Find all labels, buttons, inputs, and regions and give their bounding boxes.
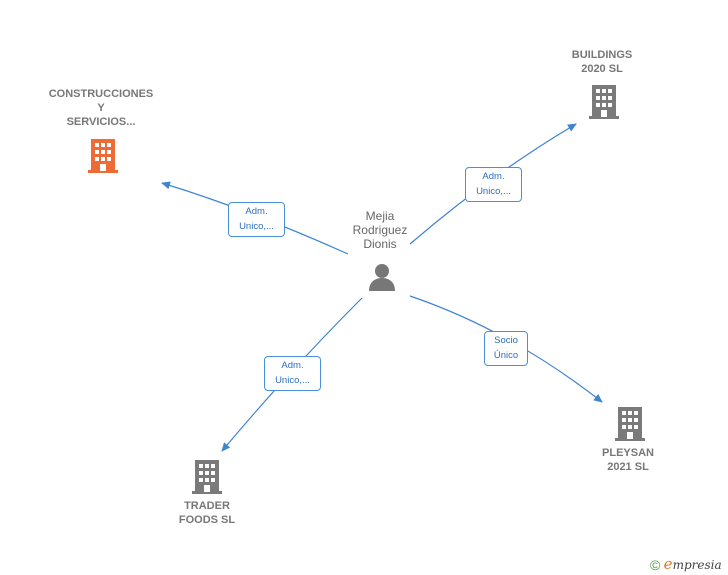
relation-label-construcciones[interactable]: Adm. Unico,... [228,202,285,237]
company-label-pleysan[interactable]: PLEYSAN 2021 SL [602,447,654,473]
brand-initial: e [663,555,673,573]
person-icon[interactable] [367,262,397,292]
company-label-construcciones[interactable]: CONSTRUCCIONES Y SERVICIOS... [48,88,154,128]
building-icon[interactable] [87,138,119,173]
relation-label-buildings[interactable]: Adm. Unico,... [465,167,522,202]
copyright-icon: © [650,557,661,573]
company-label-buildings[interactable]: BUILDINGS 2020 SL [571,49,633,75]
building-icon[interactable] [588,84,620,119]
building-icon[interactable] [614,406,646,441]
relation-label-pleysan[interactable]: Socio Único [484,331,528,366]
person-name[interactable]: Mejia Rodriguez Dionis [352,209,408,251]
brand-name: mpresia [672,558,722,572]
relation-label-trader[interactable]: Adm. Unico,... [264,356,321,391]
footer-brand: © empresia [650,555,722,573]
building-icon[interactable] [191,459,223,494]
company-label-trader[interactable]: TRADER FOODS SL [178,500,236,526]
